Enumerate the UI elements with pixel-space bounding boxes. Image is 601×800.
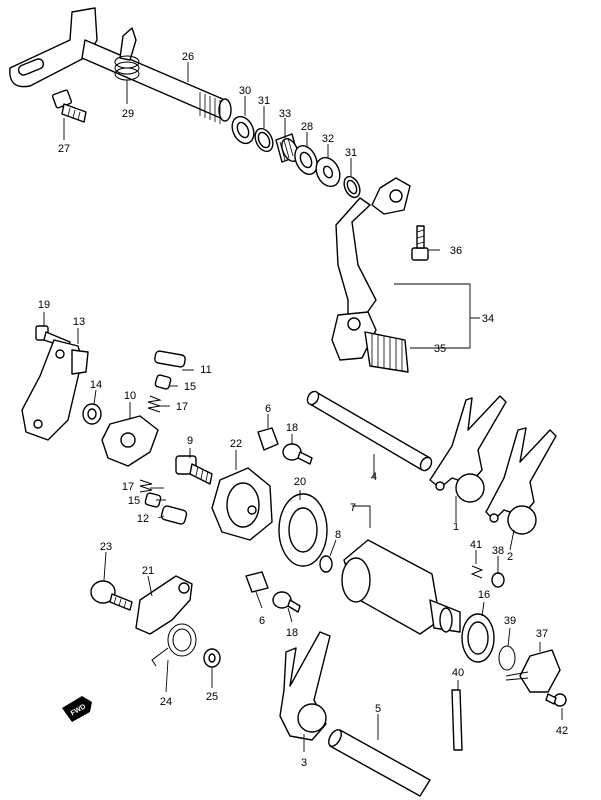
callout-31-top: 31 (258, 95, 270, 107)
callout-23: 23 (100, 541, 112, 553)
callout-8: 8 (335, 529, 341, 541)
callout-5: 5 (375, 703, 381, 715)
screw-18-bottom (272, 591, 301, 613)
callout-31-bottom: 31 (345, 147, 357, 159)
callout-13: 13 (73, 316, 85, 328)
callout-39: 39 (504, 615, 516, 627)
fork-shaft-4 (306, 390, 433, 472)
spring-41 (470, 565, 484, 579)
callout-33: 33 (279, 108, 291, 120)
screw-18-top (282, 443, 313, 465)
callout-12: 12 (137, 513, 149, 525)
gearshift-fork-1 (429, 395, 507, 503)
pin-15-top (154, 374, 172, 390)
callout-15-bottom: 15 (128, 495, 140, 507)
spring-24 (151, 623, 197, 667)
gearshift-lever-34 (331, 177, 411, 373)
callout-24: 24 (160, 696, 172, 708)
pin-38 (491, 572, 505, 588)
gearshift-fork-3 (279, 631, 331, 741)
cam-guide-plate-13 (21, 339, 89, 441)
spring-17-top (147, 395, 162, 413)
callout-34: 34 (482, 313, 494, 325)
cam-stopper-10 (101, 415, 159, 467)
circlip-31 (254, 127, 274, 153)
callout-6-top: 6 (265, 403, 271, 415)
callout-21: 21 (142, 565, 154, 577)
circlip-31-b (343, 175, 361, 199)
gear-position-switch-37 (505, 649, 561, 693)
callout-11: 11 (200, 364, 211, 376)
callout-17-top: 17 (176, 401, 188, 413)
callout-18-top: 18 (286, 422, 298, 434)
forward-direction-arrow: FWD (62, 696, 92, 722)
washer-32 (315, 156, 341, 188)
washer-6-top (257, 427, 279, 451)
callout-40: 40 (452, 667, 464, 679)
bolt-27 (51, 89, 87, 123)
callout-22: 22 (230, 438, 242, 450)
pawl-11 (154, 350, 186, 368)
pin-15-bottom (144, 492, 162, 508)
fork-shaft-5 (328, 729, 431, 797)
callout-42: 42 (556, 725, 568, 737)
gearshift-shaft (9, 7, 232, 124)
callout-29: 29 (122, 108, 134, 120)
spring-17-bottom (139, 479, 153, 493)
callout-27: 27 (58, 143, 70, 155)
bearing-20 (278, 493, 328, 567)
bolt-23 (90, 580, 133, 611)
callout-14: 14 (90, 379, 102, 391)
pin-8 (319, 555, 333, 573)
callout-2: 2 (507, 551, 513, 563)
gearshift-cam-7 (341, 539, 461, 635)
callout-9: 9 (187, 435, 193, 447)
callout-36: 36 (450, 245, 462, 257)
callout-1: 1 (453, 521, 459, 533)
callout-32: 32 (322, 133, 334, 145)
pawl-12 (160, 505, 188, 525)
oring-39 (498, 645, 516, 671)
callout-4: 4 (371, 471, 377, 483)
callout-10: 10 (124, 390, 136, 402)
gearshift-fork-2 (485, 427, 557, 535)
washer-30 (231, 115, 255, 145)
cam-stopper-bolt-9 (175, 455, 213, 485)
callout-41: 41 (470, 539, 482, 551)
bolt-42 (545, 693, 567, 707)
callout-16: 16 (478, 589, 490, 601)
washer-14 (82, 403, 102, 425)
callout-7: 7 (350, 502, 356, 514)
leader-lines (43, 62, 563, 752)
callout-26: 26 (182, 51, 194, 63)
callout-28: 28 (301, 121, 313, 133)
callout-17-bottom: 17 (122, 481, 134, 493)
callout-30: 30 (239, 85, 251, 97)
callout-20: 20 (294, 476, 306, 488)
callout-19: 19 (38, 299, 50, 311)
callout-labels: 26 29 27 30 31 33 28 32 31 36 34 35 19 1… (38, 51, 568, 769)
callout-38: 38 (492, 545, 504, 557)
cam-driven-gear-22 (211, 467, 273, 541)
washer-25 (203, 648, 221, 668)
callout-6-bottom: 6 (259, 615, 265, 627)
callout-35: 35 (434, 343, 446, 355)
return-spring-29 (114, 27, 140, 81)
bolt-36 (411, 225, 429, 261)
callout-25: 25 (206, 691, 218, 703)
callout-15-top: 15 (184, 381, 196, 393)
rod-40 (451, 689, 463, 751)
callout-18-bottom: 18 (286, 627, 298, 639)
washer-6-bottom (245, 571, 269, 593)
callout-3: 3 (301, 757, 307, 769)
oil-seal-28 (294, 145, 318, 175)
bearing-16 (461, 613, 495, 663)
lever-21 (135, 575, 193, 635)
callout-37: 37 (536, 628, 548, 640)
